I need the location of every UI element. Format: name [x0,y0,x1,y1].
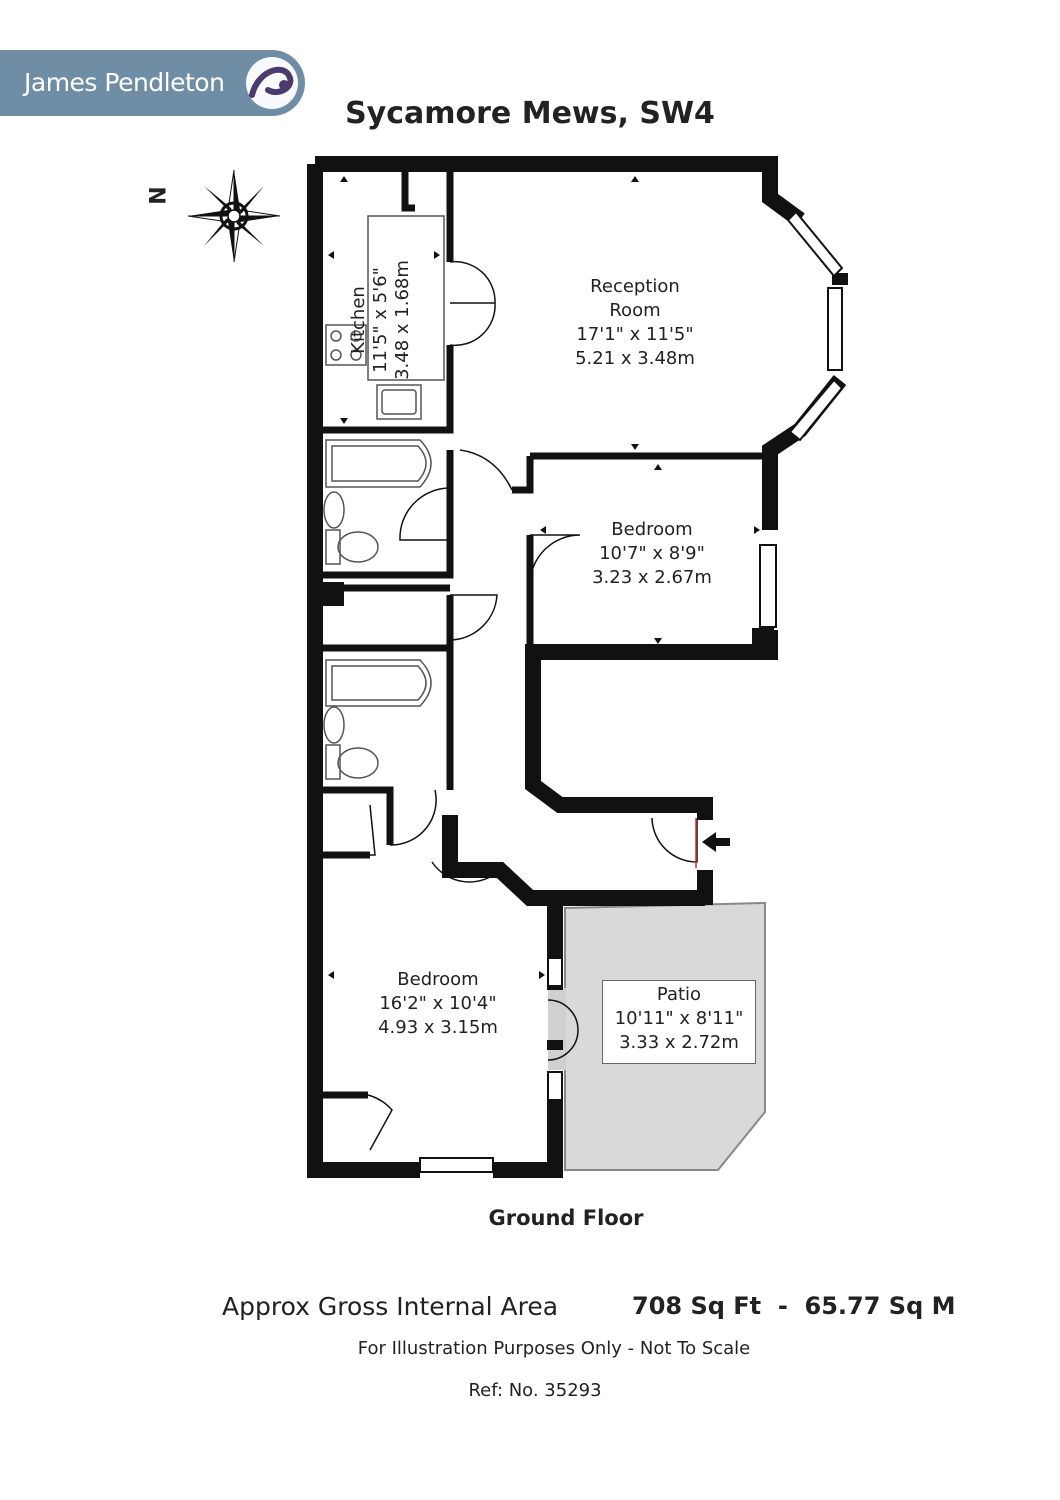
kitchen-fittings [325,215,445,420]
bedroom2-size-imperial: 16'2" x 10'4" [379,993,497,1014]
kitchen-size-imperial: 11'5" x 5'6" [370,267,391,373]
bathroom-fittings [323,439,432,780]
door-swings [367,260,698,1151]
dimension-markers [328,176,760,979]
floor-name: Ground Floor [488,1206,644,1230]
patio-name: Patio [656,984,702,1005]
property-title: Sycamore Mews, SW4 [345,96,715,131]
disclaimer: For Illustration Purposes Only - Not To … [357,1338,751,1359]
bay-windows [419,210,844,1173]
reception-size-imperial: 17'1" x 11'5" [576,324,694,345]
reception-size-metric: 5.21 x 3.48m [575,348,695,369]
bedroom2-size-metric: 4.93 x 3.15m [378,1017,498,1038]
agent-name: James Pendleton [24,68,225,97]
area-value: 708 Sq Ft - 65.77 Sq M [632,1292,956,1320]
entrance-arrow-icon [702,832,730,852]
reception-name-2: Room [609,300,661,321]
interior-walls [322,168,770,1099]
patio-size-metric: 3.33 x 2.72m [619,1032,739,1053]
reception-label: Reception Room 17'1" x 11'5" 5.21 x 3.48… [555,275,715,371]
kitchen-label: Kitchen 11'5" x 5'6" 3.48 x 1.68m [348,235,414,405]
patio-label: Patio 10'11" x 8'11" 3.33 x 2.72m [602,980,756,1064]
bedroom1-size-metric: 3.23 x 2.67m [592,567,712,588]
bedroom2-label: Bedroom 16'2" x 10'4" 4.93 x 3.15m [358,968,518,1040]
bedroom1-size-imperial: 10'7" x 8'9" [599,543,705,564]
agent-logo [0,50,305,116]
reference-number: Ref: No. 35293 [468,1380,602,1401]
area-label: Approx Gross Internal Area [222,1292,559,1321]
logo-swirl-icon [246,57,298,109]
compass-rose-icon [187,169,281,263]
bedroom2-name: Bedroom [397,969,479,990]
reception-name: Reception [590,276,680,297]
kitchen-name: Kitchen [348,286,369,354]
bedroom1-name: Bedroom [611,519,693,540]
kitchen-size-metric: 3.48 x 1.68m [392,260,413,380]
pillar [322,582,344,606]
pillar [752,628,774,652]
patio-size-imperial: 10'11" x 8'11" [614,1008,744,1029]
bedroom1-label: Bedroom 10'7" x 8'9" 3.23 x 2.67m [572,518,732,590]
